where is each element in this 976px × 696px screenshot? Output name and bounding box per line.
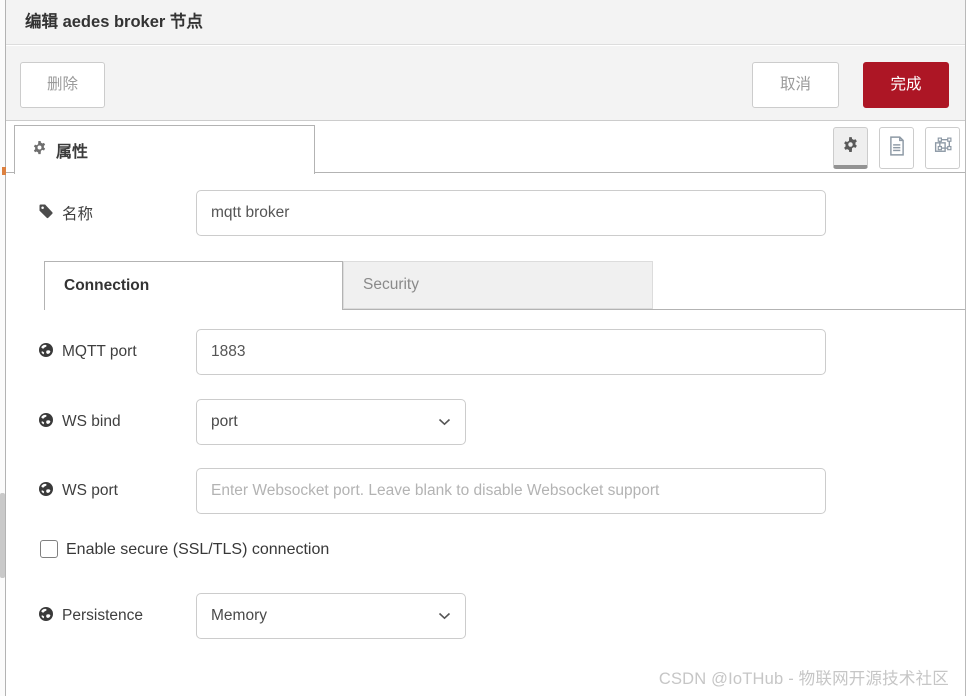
broker-tab-bar: Connection Security: [6, 261, 965, 310]
mqtt-port-input[interactable]: [196, 329, 826, 375]
ssl-row: Enable secure (SSL/TLS) connection: [6, 536, 965, 564]
left-scrollbar[interactable]: [0, 0, 6, 696]
edit-tab-icon-group: [833, 127, 960, 169]
background-node-fragment: [2, 167, 6, 175]
persistence-label: Persistence: [38, 593, 143, 639]
ws-bind-selected-value: port: [211, 413, 238, 430]
properties-icon-button[interactable]: [833, 127, 868, 169]
cancel-button[interactable]: 取消: [752, 62, 839, 108]
persistence-select[interactable]: Memory: [196, 593, 466, 639]
chevron-down-icon: [438, 413, 451, 431]
globe-icon: [38, 481, 54, 502]
gear-icon: [842, 136, 859, 158]
ssl-checkbox-label[interactable]: Enable secure (SSL/TLS) connection: [66, 541, 330, 558]
persistence-row: Persistence Memory: [6, 593, 965, 639]
persistence-selected-value: Memory: [211, 607, 267, 624]
tray-toolbar: 删除 取消 完成: [6, 46, 965, 121]
globe-icon: [38, 342, 54, 363]
tab-properties-label: 属性: [56, 144, 89, 161]
tab-security[interactable]: Security: [343, 261, 653, 309]
appearance-icon-button[interactable]: [925, 127, 960, 169]
description-icon-button[interactable]: [879, 127, 914, 169]
ws-port-input[interactable]: [196, 468, 826, 514]
ws-port-row: WS port: [6, 468, 965, 514]
ws-bind-row: WS bind port: [6, 399, 965, 445]
document-icon: [888, 135, 906, 161]
ssl-checkbox[interactable]: [40, 540, 58, 558]
tray-panel: 编辑 aedes broker 节点 删除 取消 完成 属性: [6, 0, 966, 696]
csdn-watermark: CSDN @IoTHub - 物联网开源技术社区: [658, 670, 949, 688]
delete-button[interactable]: 删除: [20, 62, 105, 108]
done-button[interactable]: 完成: [863, 62, 949, 108]
mqtt-port-label: MQTT port: [38, 329, 137, 375]
gear-icon: [32, 140, 47, 160]
name-label: 名称: [38, 190, 93, 236]
appearance-layers-icon: [933, 136, 953, 161]
tab-baseline: [343, 309, 965, 310]
tab-connection[interactable]: Connection: [44, 261, 343, 310]
dialog-title: 编辑 aedes broker 节点: [6, 0, 965, 45]
tab-properties[interactable]: 属性: [14, 125, 315, 174]
editor-tab-bar: 属性: [6, 121, 965, 174]
tag-icon: [38, 203, 54, 224]
name-input[interactable]: [196, 190, 826, 236]
globe-icon: [38, 606, 54, 627]
ws-bind-select[interactable]: port: [196, 399, 466, 445]
name-row: 名称: [6, 190, 965, 236]
scrollbar-thumb[interactable]: [0, 493, 5, 578]
ws-bind-label: WS bind: [38, 399, 121, 445]
chevron-down-icon: [438, 607, 451, 625]
ws-port-label: WS port: [38, 468, 118, 514]
globe-icon: [38, 412, 54, 433]
mqtt-port-row: MQTT port: [6, 329, 965, 375]
